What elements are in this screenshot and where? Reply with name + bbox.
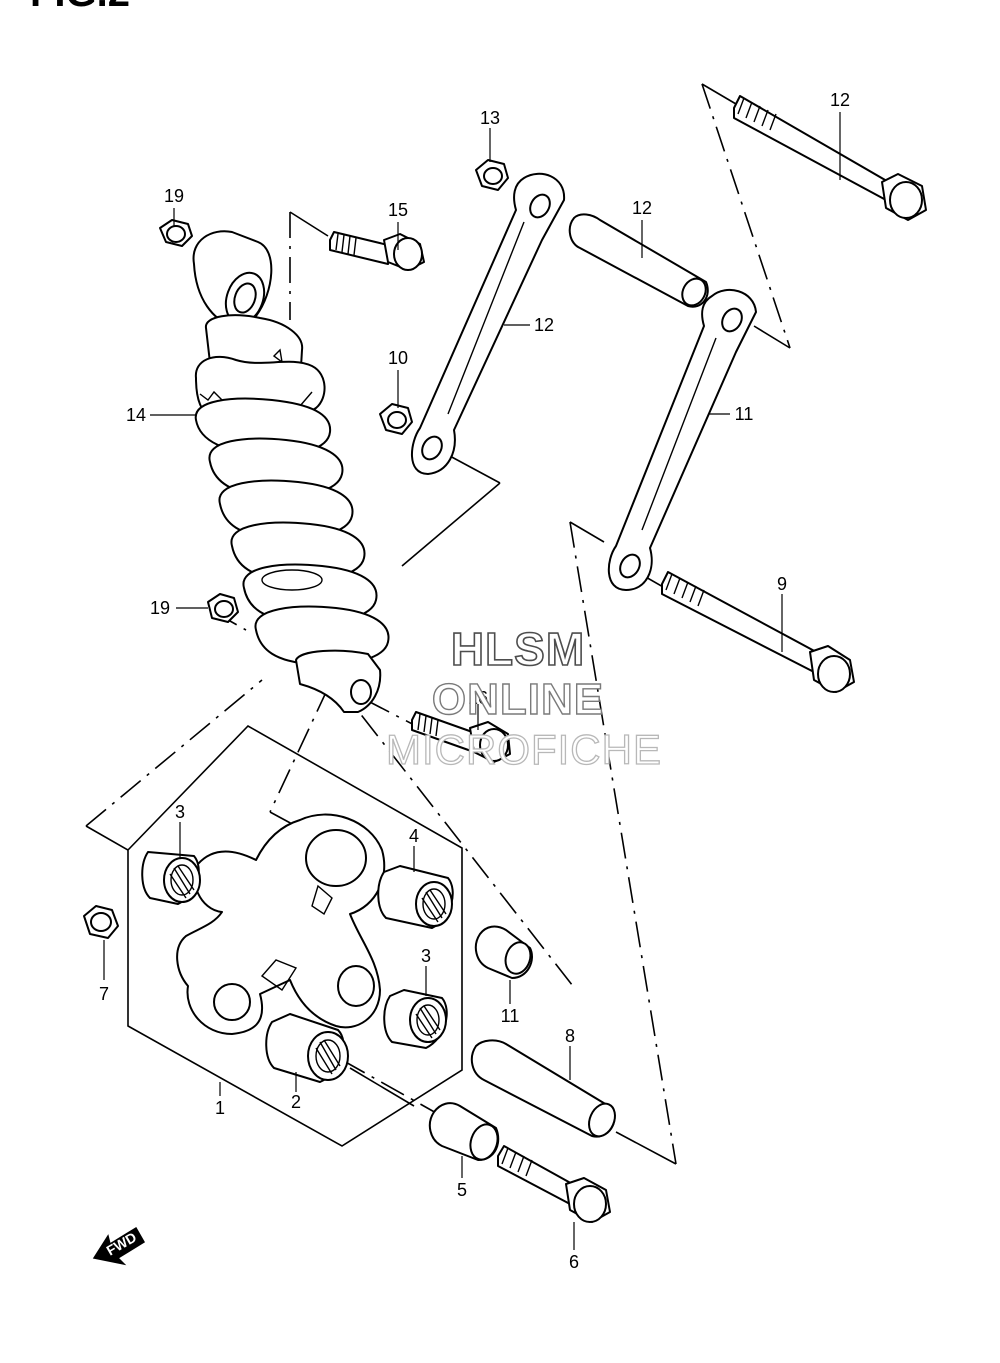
nut-19-upper — [159, 219, 193, 247]
nut-15 — [475, 159, 509, 191]
bearing-2 — [265, 1013, 349, 1083]
callout-13: 12 — [632, 198, 652, 218]
shock-absorber — [192, 230, 390, 713]
bolt-14 — [733, 95, 927, 221]
bushing-11 — [474, 925, 533, 979]
watermark-line-1: HLSM — [451, 623, 585, 675]
callout-17: 15 — [388, 200, 408, 220]
link-rod-12-left — [410, 172, 566, 475]
bushing-5 — [428, 1102, 500, 1161]
figure-title: FIG.2 — [30, 0, 130, 15]
callout-12-right: 11 — [735, 404, 754, 424]
nut-10 — [379, 403, 413, 435]
callout-16: 14 — [126, 405, 146, 425]
callout-15: 13 — [480, 108, 500, 128]
callout-10: 10 — [388, 348, 408, 368]
watermark-line-3: MICROFICHE — [386, 726, 662, 773]
link-rod-12-right — [607, 288, 757, 591]
bolt-6 — [497, 1145, 611, 1223]
callout-3-top: 3 — [175, 802, 185, 822]
watermark: HLSM ONLINE MICROFICHE — [385, 622, 662, 773]
sleeve-13 — [568, 213, 709, 308]
callout-2: 2 — [291, 1092, 301, 1112]
callout-9: 9 — [777, 574, 787, 594]
bolt-17 — [329, 231, 425, 271]
nut-19-lower — [207, 593, 239, 623]
bearing-4 — [377, 865, 454, 929]
fwd-arrow-icon: FWD — [92, 1226, 146, 1266]
cushion-lever-1 — [176, 813, 386, 1035]
nut-7 — [83, 905, 119, 939]
bearing-3-bottom — [383, 989, 448, 1049]
callout-18: 16 — [468, 688, 488, 708]
callout-8: 8 — [565, 1026, 575, 1046]
leader-lines — [103, 112, 841, 1250]
bearing-3-top — [141, 851, 201, 905]
callout-3-bottom: 3 — [421, 946, 431, 966]
callout-7: 7 — [99, 984, 109, 1004]
callout-5: 5 — [457, 1180, 467, 1200]
bolt-18 — [411, 711, 511, 763]
callout-1: 1 — [215, 1098, 225, 1118]
callouts: 19 15 13 10 14 19 16 12 12 12 11 9 3 4 3… — [99, 90, 850, 1272]
assembly-guide-lines — [85, 83, 791, 1165]
watermark-line-2: ONLINE — [432, 675, 604, 724]
callout-19-upper: 19 — [164, 186, 184, 206]
callout-6: 6 — [569, 1252, 579, 1272]
bolt-9 — [661, 571, 855, 693]
callout-19-lower: 19 — [150, 598, 170, 618]
sleeve-8 — [470, 1039, 616, 1138]
callout-12-left: 12 — [534, 315, 554, 335]
callout-11: 11 — [501, 1006, 520, 1026]
callout-4: 4 — [409, 826, 419, 846]
callout-14: 12 — [830, 90, 850, 110]
